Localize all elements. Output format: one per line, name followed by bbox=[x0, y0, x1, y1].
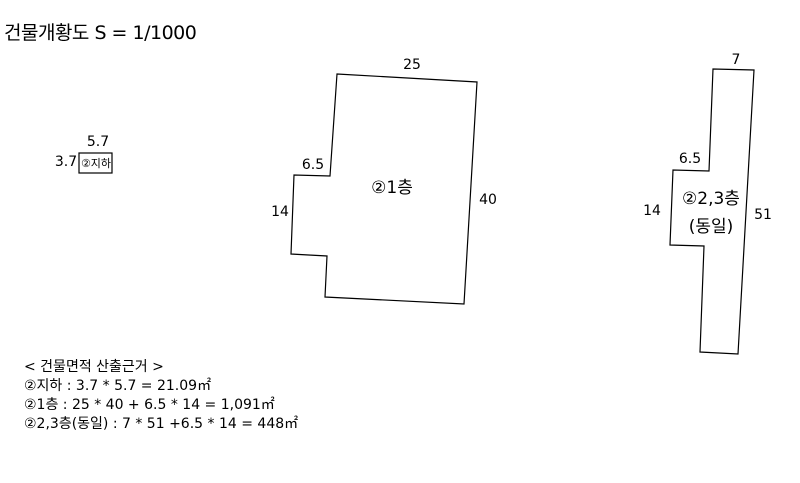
notes-line-basement: ②지하 : 3.7 * 5.7 = 21.09㎡ bbox=[24, 378, 212, 394]
basement-width-dim: 5.7 bbox=[87, 134, 109, 150]
floor23-outline bbox=[669, 68, 755, 355]
floor23-notch-left-dim: 14 bbox=[643, 203, 661, 219]
floor23-top-dim: 7 bbox=[732, 52, 741, 68]
area-calculation-notes: < 건물면적 산출근거 > ②지하 : 3.7 * 5.7 = 21.09㎡ ②… bbox=[24, 358, 298, 434]
drawing-title: 건물개황도 S = 1/1000 bbox=[4, 22, 197, 44]
basement-label: ②지하 bbox=[81, 156, 111, 170]
floor1-notch-left-dim: 14 bbox=[271, 204, 289, 220]
floor23-notch-top-dim: 6.5 bbox=[679, 151, 701, 167]
floor23-label-line2: (동일) bbox=[689, 217, 734, 237]
notes-line-floor1: ②1층 : 25 * 40 + 6.5 * 14 = 1,091㎡ bbox=[24, 397, 275, 413]
floor1-label: ②1층 bbox=[371, 178, 413, 198]
basement-height-dim: 3.7 bbox=[55, 154, 77, 170]
floor1-outline bbox=[290, 73, 478, 305]
notes-heading: < 건물면적 산출근거 > bbox=[24, 359, 164, 375]
floor23-right-dim: 51 bbox=[754, 207, 772, 223]
floor1-top-dim: 25 bbox=[403, 57, 421, 73]
floor1-notch-top-dim: 6.5 bbox=[302, 157, 324, 173]
basement-outline bbox=[78, 152, 113, 174]
notes-line-floor23: ②2,3층(동일) : 7 * 51 +6.5 * 14 = 448㎡ bbox=[24, 416, 299, 432]
floor1-right-dim: 40 bbox=[479, 192, 497, 208]
floor23-label-line1: ②2,3층 bbox=[682, 189, 740, 209]
